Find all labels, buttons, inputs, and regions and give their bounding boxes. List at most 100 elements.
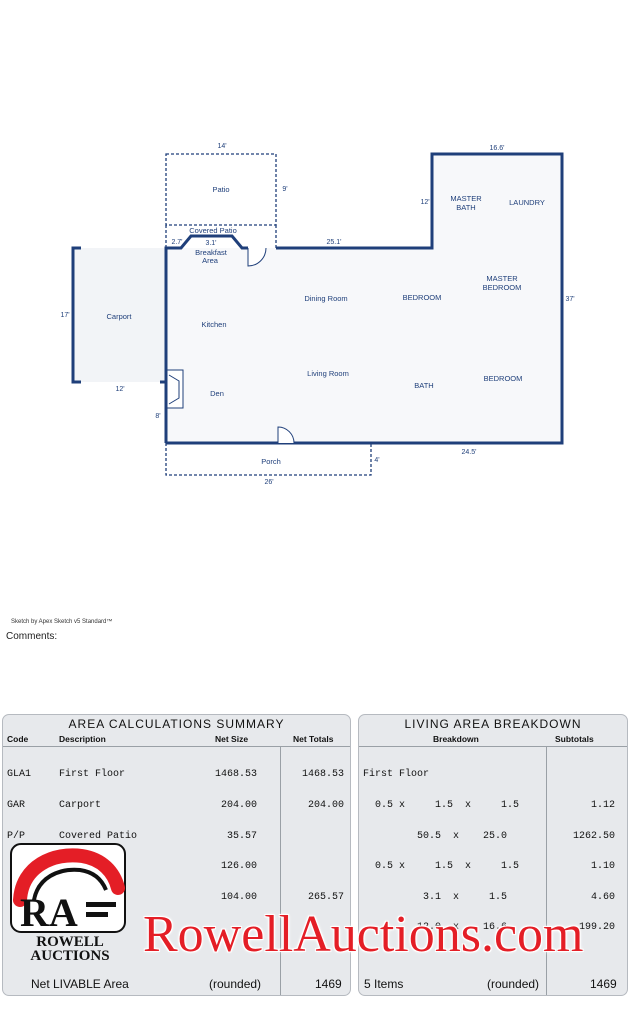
dim-patio-top: 14' — [217, 143, 226, 150]
room-breakfast-area: Area — [202, 256, 219, 265]
net-livable-label: Net LIVABLE Area — [31, 977, 129, 991]
table-row-net-total: 265.57 — [307, 891, 344, 903]
table-row-net-total: 1468.53 — [301, 769, 344, 781]
porch-door — [277, 426, 295, 444]
house-wall-main — [166, 152, 564, 445]
net-livable-value: 1469 — [315, 977, 342, 991]
table-row-code: GAR — [7, 800, 26, 812]
breakdown-row: 50.5 x 25.0 — [363, 830, 508, 842]
doors — [247, 247, 295, 444]
breakdown-subtotal: 1.12 — [590, 800, 615, 811]
table-row-net-size: 35.57 — [226, 830, 257, 842]
breakdown-row: 0.5 x 1.5 x 1.5 — [363, 800, 520, 812]
svg-text:ROWELL: ROWELL — [36, 934, 104, 950]
house-wall-west — [164, 234, 248, 443]
floor-plan: Patio Covered Patio Breakfast Area Carpo… — [60, 143, 574, 486]
room-covered-patio: Covered Patio — [189, 226, 237, 235]
subtotal-spacer — [549, 770, 615, 780]
room-kitchen: Kitchen — [201, 320, 226, 329]
room-bedroom-1: BEDROOM — [403, 293, 442, 302]
header-divider — [359, 746, 627, 747]
room-bath: BATH — [414, 381, 433, 390]
fireplace — [166, 369, 184, 409]
table-row-description: Carport — [59, 800, 102, 812]
net-size-column: 1468.53 204.00 35.57 126.00 104.00 — [183, 750, 257, 923]
room-porch: Porch — [261, 457, 281, 466]
patio-outline — [165, 153, 277, 226]
rowell-auctions-logo: RA ROWELL AUCTIONS — [10, 843, 126, 962]
dim-porch-bottom: 26' — [264, 479, 273, 486]
dim-top-main: 25.1' — [327, 239, 342, 246]
room-master-bedroom: MASTER — [486, 274, 518, 283]
living-breakdown-panel: LIVING AREA BREAKDOWN Breakdown Subtotal… — [358, 714, 628, 996]
breakdown-section: First Floor — [363, 769, 430, 781]
col-code: Code — [7, 734, 29, 744]
breakdown-subtotal: 1.10 — [590, 861, 615, 873]
col-subtotals: Subtotals — [555, 734, 594, 744]
breakdown-row: 12.0 x 16.6 — [363, 922, 508, 934]
svg-text:RA: RA — [20, 890, 78, 935]
living-breakdown-title: LIVING AREA BREAKDOWN — [404, 717, 582, 731]
table-row-net-total — [273, 832, 344, 842]
table-row-net-size: 126.00 — [220, 861, 257, 873]
breakdown-total: 1469 — [590, 977, 617, 991]
breakdown-subtotal: 1262.50 — [572, 830, 615, 842]
breakdown-row: 3.1 x 1.5 — [363, 891, 508, 903]
area-summary-title: AREA CALCULATIONS SUMMARY — [68, 717, 285, 731]
col-net-totals: Net Totals — [293, 734, 334, 744]
subtotals-column: 1.12 1262.50 1.10 4.60 199.20 — [549, 750, 615, 954]
dim-notch: 12' — [420, 199, 429, 206]
breakdown-column: First Floor 0.5 x 1.5 x 1.5 50.5 x 25.0 … — [363, 750, 543, 954]
table-row-net-total — [273, 862, 344, 872]
breakdown-row: 0.5 x 1.5 x 1.5 — [363, 861, 520, 873]
table-row-net-size: 104.00 — [220, 891, 257, 903]
column-divider — [546, 746, 547, 995]
carport-wall — [71, 246, 81, 384]
dim-top-right: 16.6' — [490, 145, 505, 152]
sketch-credit: Sketch by Apex Sketch v5 Standard™ — [11, 619, 113, 625]
room-den: Den — [210, 389, 224, 398]
carport-area — [73, 248, 166, 382]
house-area — [166, 154, 562, 443]
table-row-code: GLA1 — [7, 769, 32, 781]
col-description: Description — [59, 734, 106, 744]
dim-right: 37' — [565, 296, 574, 303]
dim-seg-b: 3.1' — [205, 240, 216, 247]
items-count: 5 Items — [364, 977, 404, 991]
comments-label: Comments: — [6, 631, 58, 642]
room-master-bath: MASTER — [450, 194, 482, 203]
net-totals-column: 1468.53 204.00 265.57 — [273, 750, 344, 923]
porch-outline — [165, 443, 372, 476]
svg-text:AUCTIONS: AUCTIONS — [30, 948, 109, 962]
dim-carport-bottom: 12' — [115, 386, 124, 393]
breakdown-subtotal: 199.20 — [578, 922, 615, 934]
website-banner: RowellAuctions.com — [143, 906, 584, 963]
rounded-label: (rounded) — [209, 977, 262, 991]
room-master-bedroom-2: BEDROOM — [483, 283, 522, 292]
column-divider — [280, 746, 281, 995]
room-patio: Patio — [212, 185, 229, 194]
table-row-net-total: 204.00 — [307, 800, 344, 812]
room-dining: Dining Room — [304, 294, 347, 303]
dim-porch-side: 4' — [374, 457, 379, 464]
table-row-net-size: 1468.53 — [214, 769, 257, 781]
col-breakdown: Breakdown — [433, 734, 479, 744]
room-bedroom-2: BEDROOM — [484, 374, 523, 383]
table-row-description: First Floor — [59, 769, 126, 781]
header-divider — [3, 746, 350, 747]
room-master-bath-2: BATH — [456, 203, 475, 212]
codes-column: GLA1 GAR P/P — [7, 750, 57, 923]
room-laundry: LAUNDRY — [509, 198, 545, 207]
dim-seg-a: 2.7' — [171, 239, 182, 246]
dashed-outlines — [165, 153, 372, 476]
breakfast-door — [247, 247, 267, 267]
room-carport: Carport — [106, 312, 132, 321]
room-living: Living Room — [307, 369, 349, 378]
dim-carport-side: 17' — [60, 312, 69, 319]
table-row-description: Covered Patio — [59, 830, 138, 842]
dim-left-small: 8' — [155, 413, 160, 420]
dim-bottom: 24.5' — [462, 449, 477, 456]
col-net-size: Net Size — [215, 734, 249, 744]
room-breakfast: Breakfast — [195, 248, 228, 257]
breakdown-subtotal: 4.60 — [590, 891, 615, 903]
